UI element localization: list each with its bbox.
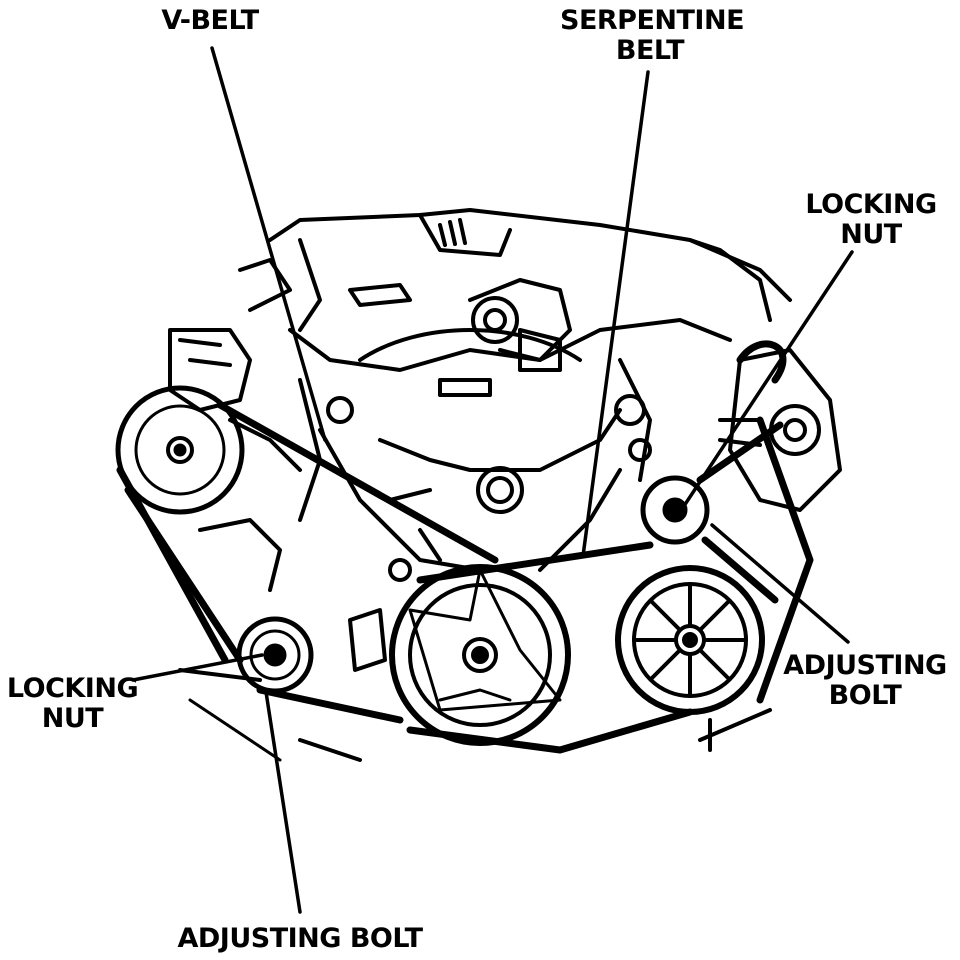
- serpentine-belt-label: SERPENTINE BELT: [560, 5, 745, 66]
- crankshaft-pulley: [389, 564, 571, 746]
- tensioner-pulley: [640, 475, 710, 545]
- serpentine-belt-label-line2: BELT: [615, 35, 685, 66]
- adjusting-bolt-right-label: ADJUSTING BOLT: [775, 651, 955, 711]
- v-belt: [116, 401, 499, 724]
- serpentine-belt: [406, 340, 814, 754]
- serpentine-belt-leader: [581, 70, 650, 558]
- locking-nut-right-label-line1: LOCKING: [805, 189, 937, 220]
- serpentine-belt-label-line1: SERPENTINE: [560, 5, 745, 36]
- adjusting-bolt-right-leader: [710, 523, 850, 644]
- locking-nut-left-label-line1: LOCKING: [6, 673, 139, 704]
- water-pump-pulley: [615, 565, 765, 715]
- adjusting-bolt-bottom-label-text: ADJUSTING BOLT: [177, 923, 423, 954]
- locking-nut-left-leader: [131, 653, 264, 682]
- power-steering-pulley: [115, 385, 245, 515]
- locking-nut-right-label-line2: NUT: [840, 219, 902, 250]
- v-belt-label-text: V-BELT: [161, 5, 259, 36]
- adjusting-bolt-right-label-line1: ADJUSTING: [783, 650, 947, 681]
- v-belt-leader: [210, 46, 327, 442]
- leader-lines: [131, 46, 854, 914]
- lower-idler-pulley: [236, 616, 314, 694]
- locking-nut-right-leader: [678, 250, 854, 514]
- v-belt-label: V-BELT: [150, 6, 270, 36]
- adjusting-bolt-right-label-line2: BOLT: [828, 680, 902, 711]
- locking-nut-left-label-line2: NUT: [41, 703, 104, 734]
- adjusting-bolt-bottom-label: ADJUSTING BOLT: [160, 924, 440, 954]
- locking-nut-right-label: LOCKING NUT: [796, 190, 946, 250]
- adjusting-bolt-bottom-leader: [264, 690, 302, 914]
- locking-nut-left-label: LOCKING NUT: [0, 674, 145, 734]
